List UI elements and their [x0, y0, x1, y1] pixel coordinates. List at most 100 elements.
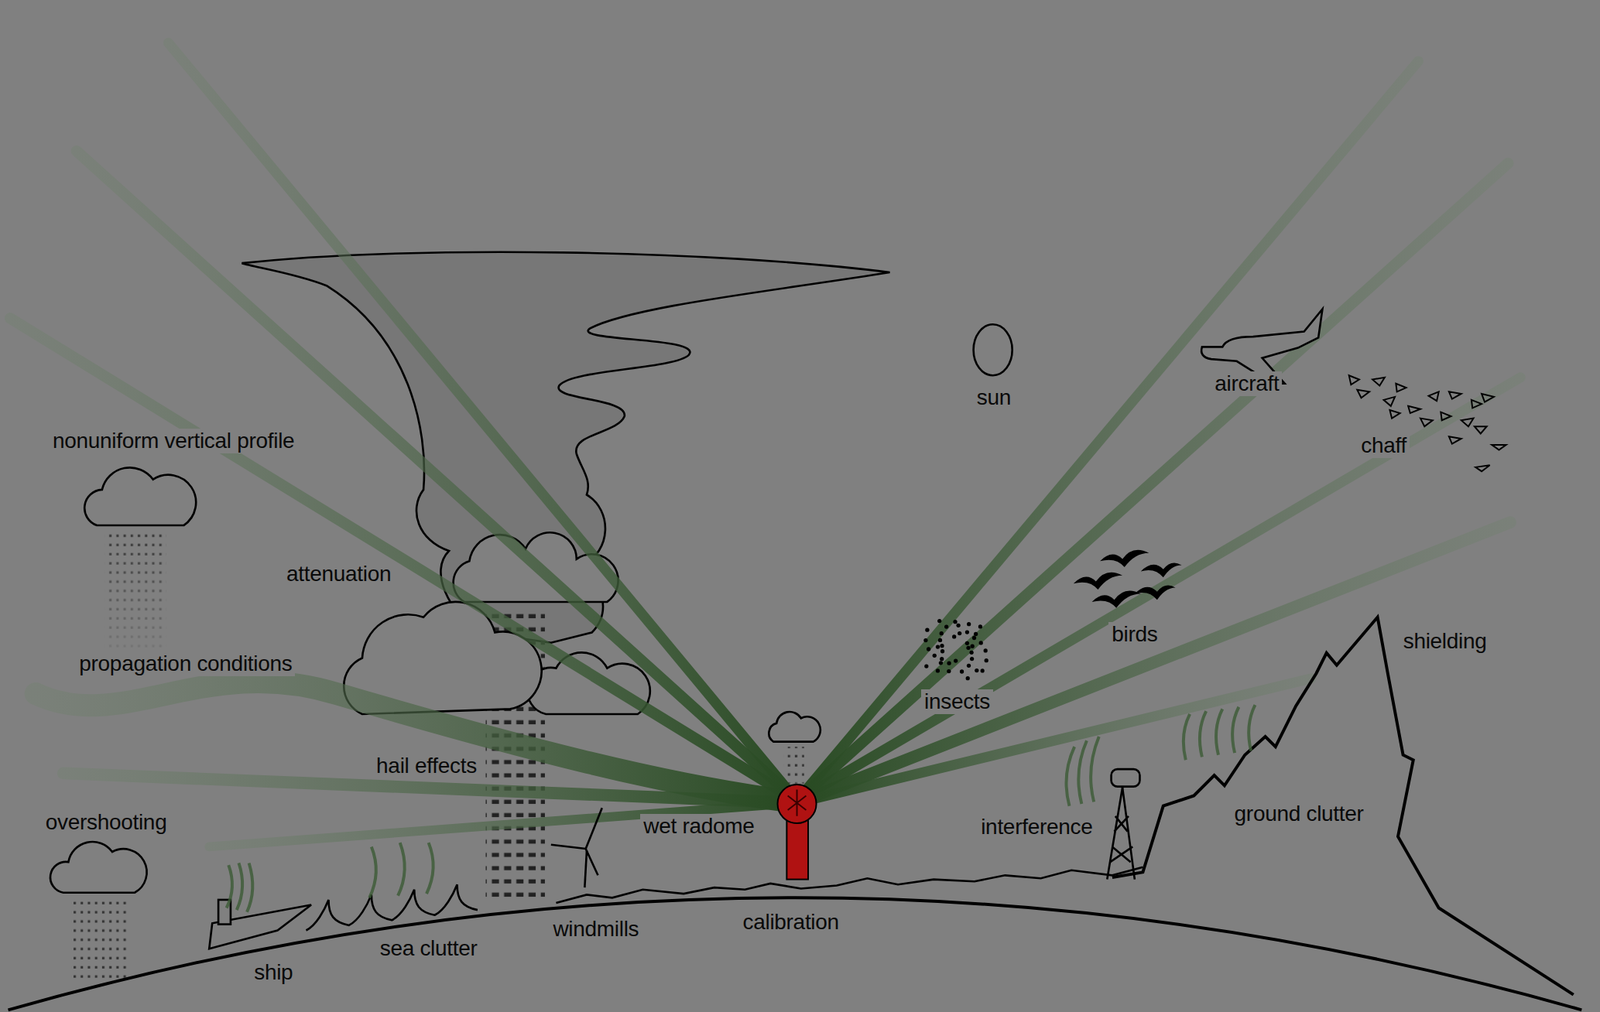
error-source-label: calibration: [740, 910, 843, 936]
sea-waves: [305, 884, 477, 931]
storm-cloud-part: [241, 252, 890, 644]
radar-station: [777, 784, 816, 881]
error-source-label: nonuniform vertical profile: [49, 428, 299, 454]
echo-arcs-part: [1065, 746, 1075, 806]
error-source-label: sea clutter: [376, 936, 481, 962]
insects-part: [966, 676, 970, 681]
transmitter-tower-part: [1122, 788, 1135, 881]
radar-beams-part: [797, 61, 1419, 802]
birds-part: [1092, 591, 1141, 609]
transmitter-tower: [1106, 769, 1140, 880]
insects-part: [966, 622, 971, 627]
chaff-part: [1384, 397, 1396, 407]
insects-part: [935, 644, 940, 649]
chaff-part: [1389, 410, 1400, 419]
insects-part: [953, 658, 958, 663]
insects-part: [970, 644, 975, 649]
insects-part: [952, 634, 956, 639]
rain-clouds-part: [768, 712, 820, 743]
chaff-part: [1491, 445, 1506, 451]
radar-station-part: [788, 790, 807, 817]
birds: [1073, 550, 1183, 609]
echo-arcs-part: [246, 863, 253, 912]
rain-dots-part: [783, 746, 804, 784]
earth-terrain-part: [1112, 617, 1574, 996]
chaff-part: [1440, 412, 1451, 422]
echo-arcs-part: [397, 842, 405, 897]
insects-part: [973, 632, 978, 637]
rain-clouds-part: [50, 842, 148, 894]
error-source-label: insects: [921, 689, 994, 715]
birds-part: [1073, 572, 1123, 590]
insects-part: [935, 668, 940, 673]
chaff: [1349, 375, 1507, 472]
echo-arcs-part: [1232, 707, 1239, 754]
echo-arcs-part: [226, 865, 233, 908]
error-source-label: ship: [250, 960, 296, 986]
insects-part: [937, 619, 942, 624]
transmitter-tower-part: [1110, 846, 1133, 863]
windmill-part: [585, 849, 599, 876]
insects-part: [946, 661, 951, 666]
echo-arcs-part: [1090, 736, 1100, 802]
insects-part: [966, 664, 971, 669]
error-source-label: birds: [1108, 622, 1161, 648]
error-source-label: hail effects: [373, 753, 480, 779]
insects-part: [923, 638, 928, 643]
insects-part: [966, 646, 970, 651]
echo-arcs-part: [1078, 740, 1087, 805]
insects-part: [946, 669, 951, 674]
radar-beams-part: [797, 163, 1509, 802]
error-source-label: chaff: [1357, 433, 1410, 459]
chaff-part: [1428, 391, 1439, 401]
insects-part: [940, 649, 945, 654]
echo-arcs-part: [1199, 711, 1206, 758]
error-source-label: attenuation: [283, 561, 395, 587]
insects-part: [969, 650, 974, 655]
insects-part: [944, 624, 949, 629]
windmill-part: [551, 845, 586, 850]
chaff-part: [1395, 383, 1406, 393]
insects-part: [974, 668, 979, 673]
radar-beams: [10, 42, 1521, 847]
transmitter-tower-part: [1112, 846, 1131, 863]
chaff-part: [1372, 377, 1385, 387]
echo-arcs-part: [426, 842, 434, 895]
error-source-label: wet radome: [640, 814, 758, 840]
error-source-label: propagation conditions: [75, 651, 295, 677]
insects-part: [926, 647, 931, 651]
chaff-part: [1461, 418, 1474, 428]
chaff-part: [1408, 406, 1421, 414]
windmill-part: [584, 851, 587, 888]
insects-part: [969, 657, 974, 662]
error-source-label: windmills: [549, 917, 642, 943]
insects-part: [959, 669, 964, 674]
radar-beams-part: [797, 377, 1522, 802]
chaff-part: [1449, 391, 1462, 399]
insects: [923, 619, 989, 681]
earth-terrain: [8, 617, 1583, 1011]
radar-beams-part: [35, 681, 794, 802]
insects-part: [965, 630, 970, 634]
insects-part: [972, 636, 977, 641]
insects-part: [938, 661, 943, 665]
sun: [973, 324, 1013, 376]
error-source-label: ground clutter: [1231, 801, 1368, 827]
chaff-part: [1356, 390, 1370, 399]
radar-beams-part: [797, 678, 1312, 804]
insects-part: [924, 664, 929, 669]
radar-beams-part: [208, 803, 797, 848]
ship: [208, 900, 312, 950]
chaff-part: [1449, 436, 1462, 444]
insects-part: [984, 658, 989, 663]
windmill-part: [585, 808, 603, 850]
storm-cloud: [241, 252, 890, 644]
echo-arcs-part: [369, 846, 377, 898]
windmill: [551, 808, 603, 888]
radar-beams-part: [10, 318, 797, 802]
error-source-label: shielding: [1400, 629, 1491, 655]
chaff-part: [1475, 465, 1490, 472]
